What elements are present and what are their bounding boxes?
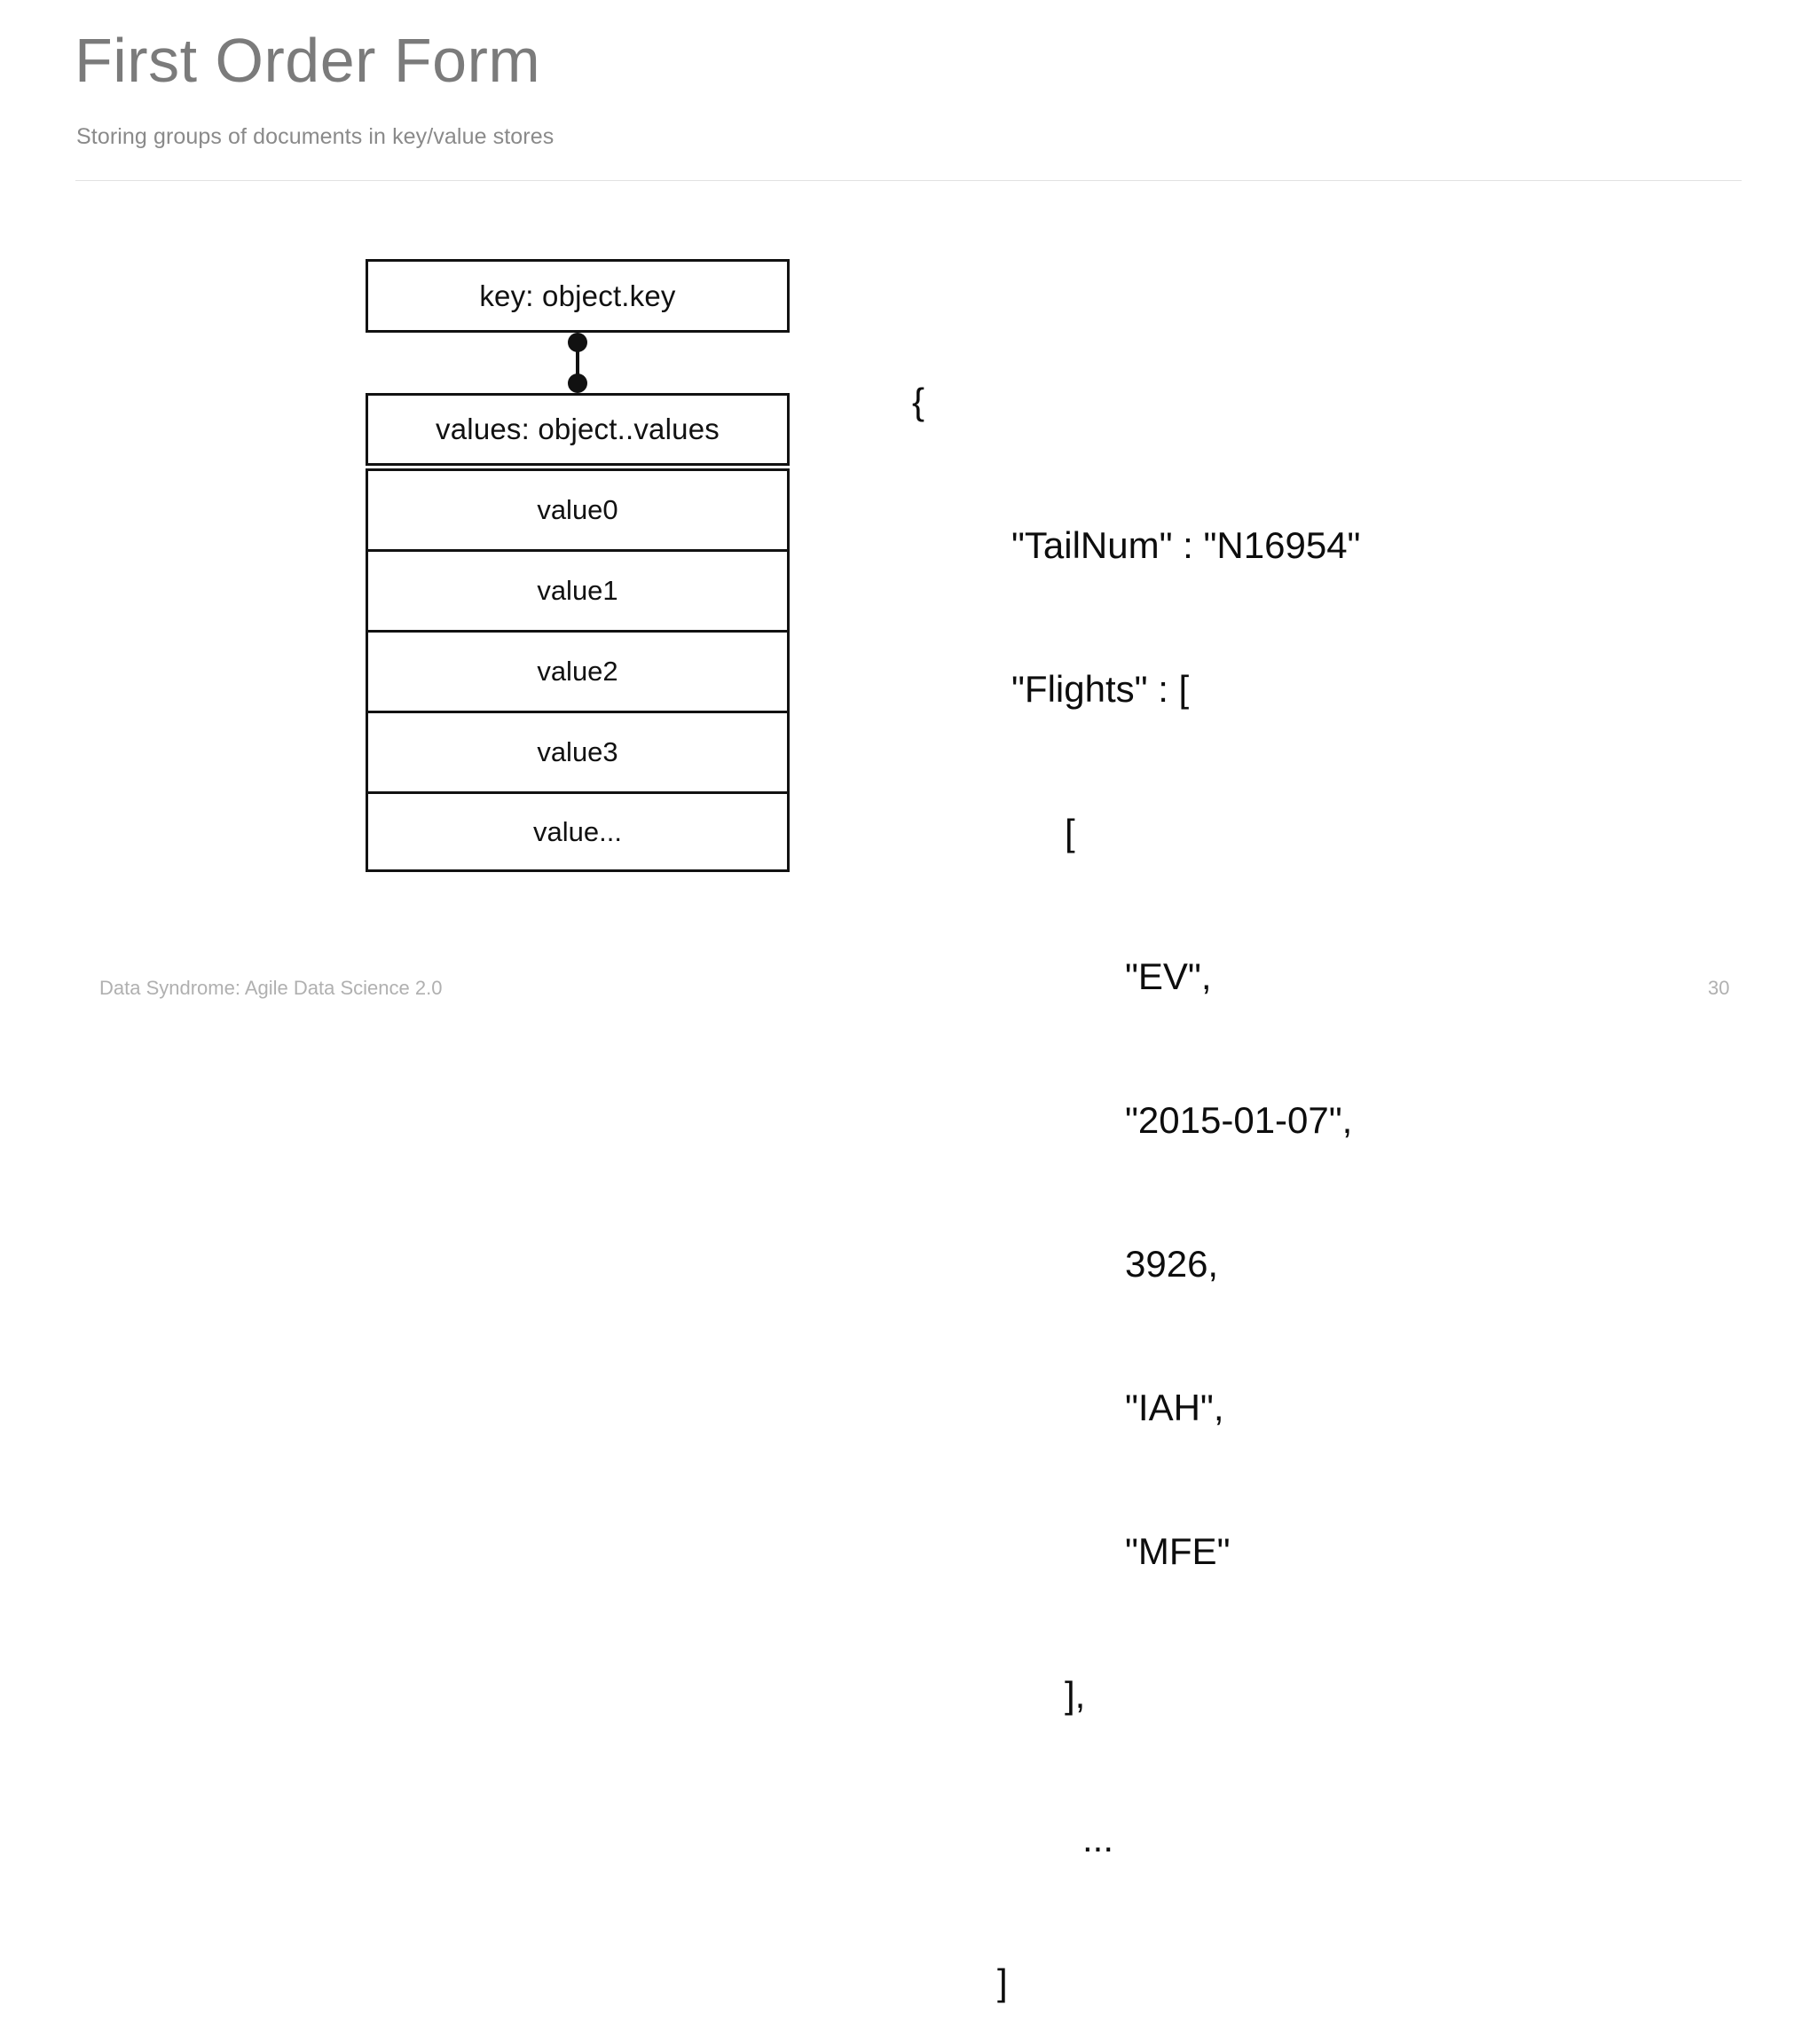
diagram-connector [366, 333, 790, 393]
value-row-label: value3 [537, 736, 618, 767]
diagram-values-label: values: object..values [436, 413, 720, 445]
value-row-label: value2 [537, 656, 618, 687]
code-line: "EV", [1125, 955, 1212, 997]
page-title: First Order Form [75, 26, 541, 95]
header-divider [75, 180, 1742, 181]
code-line: "MFE" [1125, 1530, 1231, 1572]
code-line: "TailNum" : "N16954" [1011, 524, 1361, 566]
code-line: [ [1065, 812, 1075, 853]
code-line: { [912, 381, 925, 422]
value-row: value3 [366, 711, 790, 791]
diagram-key-box: key: object.key [366, 259, 790, 333]
diagram-key-label: key: object.key [479, 279, 676, 312]
value-row: value0 [366, 468, 790, 549]
diagram-values-stack: value0 value1 value2 value3 value... [366, 468, 790, 872]
key-value-diagram: key: object.key values: object..values v… [366, 259, 790, 872]
connector-dot-bottom-icon [568, 373, 587, 393]
code-line: ... [1082, 1818, 1114, 1859]
code-line: ], [1065, 1674, 1086, 1716]
value-row: value2 [366, 630, 790, 711]
value-row-label: value0 [537, 494, 618, 525]
code-line: "IAH", [1125, 1387, 1224, 1428]
json-code-sample: { "TailNum" : "N16954" "Flights" : [ [ "… [912, 282, 1360, 2044]
diagram-values-box: values: object..values [366, 393, 790, 466]
value-row: value... [366, 791, 790, 872]
page-number: 30 [1708, 977, 1730, 999]
footer-attribution: Data Syndrome: Agile Data Science 2.0 [99, 977, 443, 999]
value-row-label: value1 [537, 575, 618, 606]
value-row: value1 [366, 549, 790, 630]
code-line: ] [997, 1961, 1008, 2003]
value-row-label: value... [533, 815, 622, 847]
code-line: "Flights" : [ [1011, 668, 1190, 710]
code-line: "2015-01-07", [1125, 1099, 1353, 1141]
page-subtitle: Storing groups of documents in key/value… [76, 124, 555, 149]
code-line: 3926, [1125, 1243, 1219, 1285]
connector-line-icon [576, 340, 579, 386]
